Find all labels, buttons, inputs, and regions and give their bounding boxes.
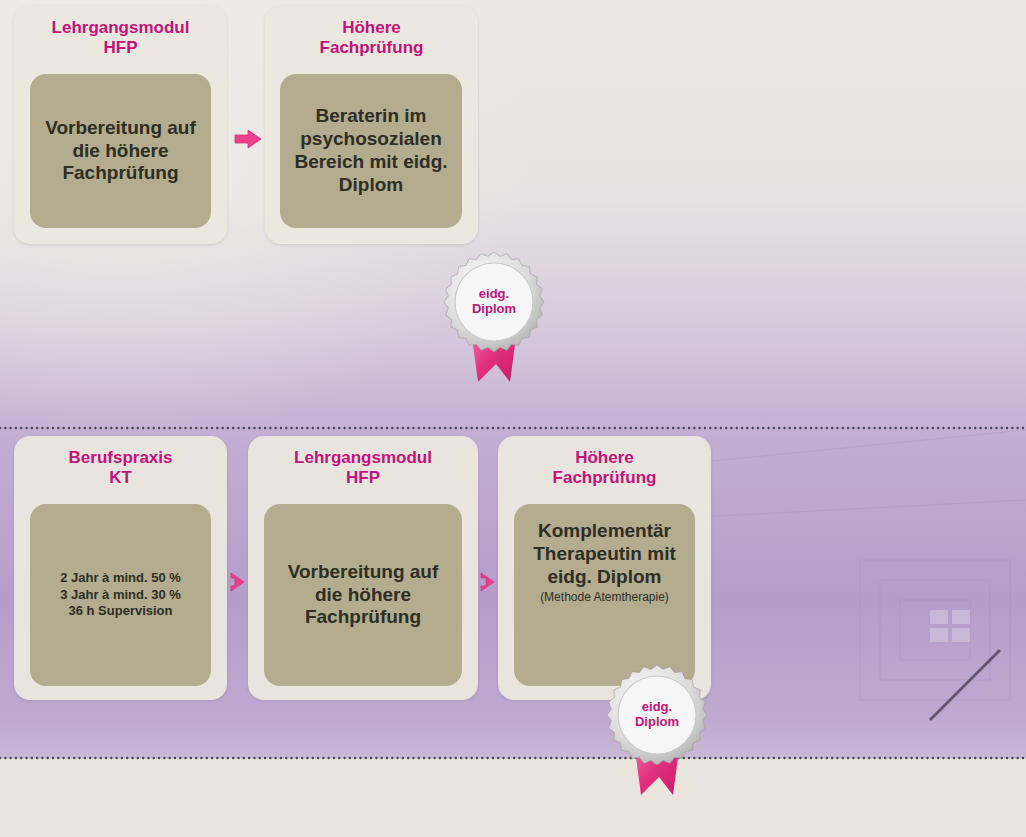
stage-panel: Lehrgangsmodul HFP Vorbereitung auf die h…: [14, 6, 227, 244]
stage-panel: Lehrgangsmodul HFP Vorbereitung auf die h…: [248, 436, 478, 700]
stage-heading: Lehrgangsmodul HFP: [52, 18, 190, 58]
content-box: Vorbereitung auf die höhere Fachprüfung: [30, 74, 211, 228]
content-box: Komplementär Therapeutin mit eidg. Diplo…: [514, 504, 695, 686]
content-text: Vorbereitung auf die höhere Fachprüfung: [42, 117, 199, 185]
diploma-badge: eidg. Diplom: [444, 252, 544, 352]
stage-panel: Höhere FachprüfungBeraterin im psychosoz…: [265, 6, 478, 244]
flow-arrow: [231, 573, 244, 591]
content-text: Komplementär Therapeutin mit eidg. Diplo…: [526, 520, 683, 588]
content-box: Beraterin im psychosozialen Bereich mit …: [280, 74, 462, 228]
dotted-divider: [0, 427, 1026, 429]
content-text: 2 Jahr à mind. 50 %: [60, 570, 181, 587]
dotted-divider: [0, 757, 1026, 759]
content-box: 2 Jahr à mind. 50 %3 Jahr à mind. 30 %36…: [30, 504, 211, 686]
stage-heading: Höhere Fachprüfung: [320, 18, 424, 58]
stage-heading: Lehrgangsmodul HFP: [294, 448, 432, 488]
content-text: Beraterin im psychosozialen Bereich mit …: [292, 105, 450, 196]
flow-arrow: [235, 130, 261, 148]
stage-panel: Berufspraxis KT 2 Jahr à mind. 50 %3 Jahr…: [14, 436, 227, 700]
content-text: 36 h Supervision: [68, 603, 172, 620]
content-text: 3 Jahr à mind. 30 %: [60, 587, 181, 604]
diploma-badge: eidg. Diplom: [607, 665, 707, 765]
stage-heading: Höhere Fachprüfung: [553, 448, 657, 488]
content-box: Vorbereitung auf die höhere Fachprüfung: [264, 504, 462, 686]
badge-text: eidg. Diplom: [472, 287, 516, 317]
badge-text: eidg. Diplom: [635, 700, 679, 730]
flow-arrow: [481, 573, 494, 591]
method-note: (Methode Atemtherapie): [540, 590, 669, 604]
stage-panel: Höhere FachprüfungKomplementär Therapeut…: [498, 436, 711, 700]
stage-heading: Berufspraxis KT: [69, 448, 173, 488]
content-text: Vorbereitung auf die höhere Fachprüfung: [276, 561, 450, 629]
